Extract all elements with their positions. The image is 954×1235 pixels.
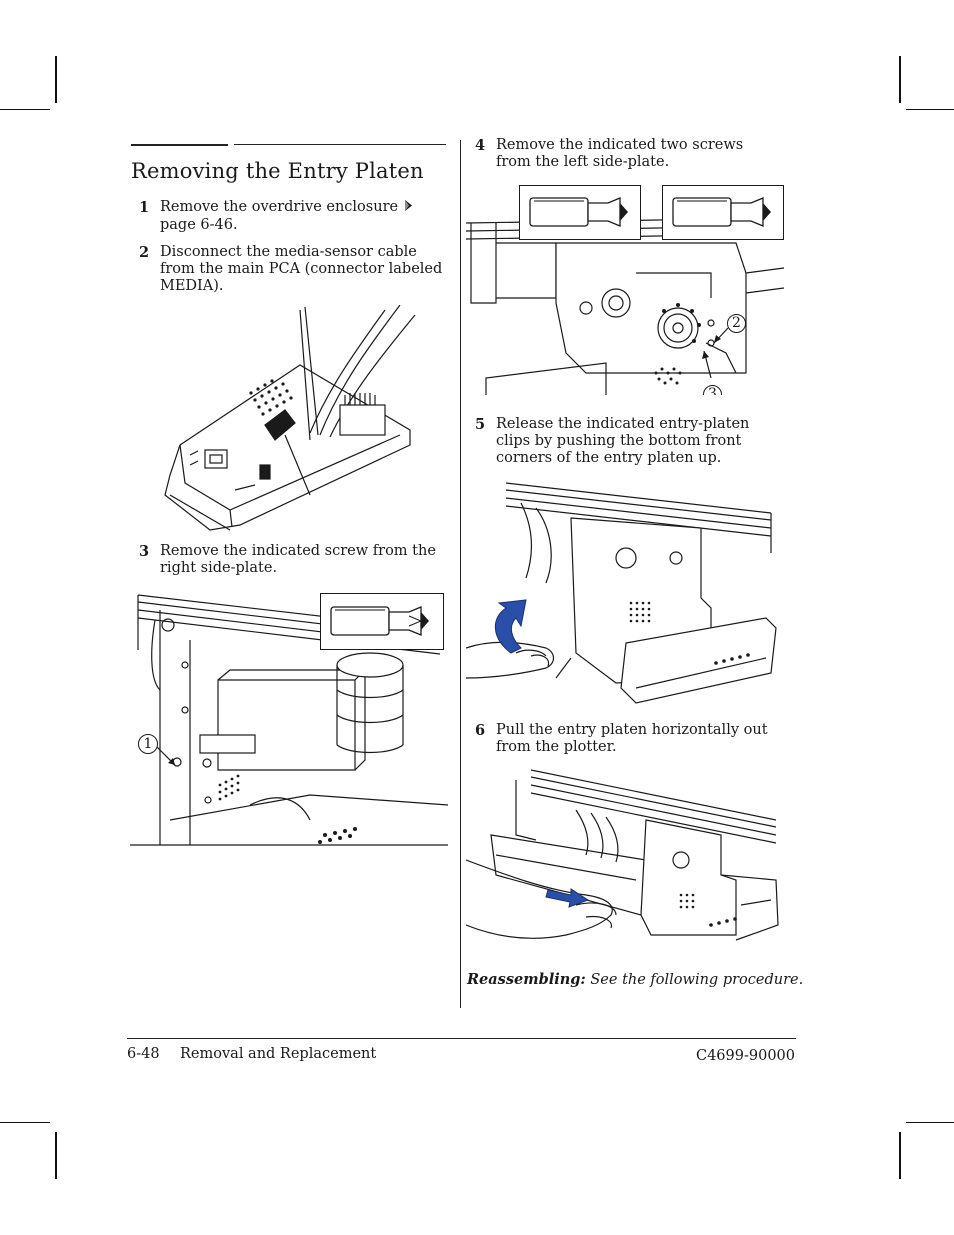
step-text: Disconnect the media-sensor cable from t… xyxy=(160,244,443,294)
callout-2-number: 2 xyxy=(732,315,741,331)
reassembling-note: Reassembling: See the following procedur… xyxy=(467,971,803,988)
footer-doc-number: C4699-90000 xyxy=(695,1048,795,1064)
step-text: Release the indicated entry-platen clips… xyxy=(496,416,750,466)
step-number: 4 xyxy=(475,137,486,154)
reassembling-label: Reassembling: xyxy=(467,971,586,988)
figure-media-connector xyxy=(160,305,420,535)
step-6: 6 Pull the entry platen horizontally out… xyxy=(475,722,780,758)
section-rule-thick xyxy=(131,144,228,146)
callout-1: 1 xyxy=(138,734,158,754)
figure-left-side-plate: 2 3 xyxy=(466,183,784,395)
section-rule-thin xyxy=(234,144,446,145)
reassembling-text: See the following procedure. xyxy=(590,972,804,988)
crop-mark xyxy=(906,109,954,110)
crop-mark xyxy=(55,56,57,103)
footer-page-number: 6-48 xyxy=(127,1046,160,1062)
step-text: Remove the indicated two screws from the… xyxy=(496,137,744,170)
step-number: 2 xyxy=(139,244,150,261)
right-pointer-icon xyxy=(403,199,413,217)
crop-mark xyxy=(906,1122,954,1123)
screwdriver-bit-inset xyxy=(662,185,784,240)
callout-1-number: 1 xyxy=(143,736,153,752)
crop-mark xyxy=(0,109,50,110)
step-number: 6 xyxy=(475,722,486,739)
step-1-text: Remove the overdrive enclosure xyxy=(160,199,399,215)
screwdriver-bit-inset xyxy=(519,185,641,240)
section-title: Removing the Entry Platen xyxy=(131,159,424,183)
callout-3-number: 3 xyxy=(708,386,717,395)
step-number: 1 xyxy=(139,199,150,216)
figure-pull-entry-platen xyxy=(466,765,784,955)
step-3: 3 Remove the indicated screw from the ri… xyxy=(139,543,444,579)
footer-chapter: Removal and Replacement xyxy=(180,1046,377,1062)
screwdriver-bit-inset xyxy=(320,593,444,650)
step-4: 4 Remove the indicated two screws from t… xyxy=(475,137,780,173)
step-1: 1 Remove the overdrive enclosure page 6-… xyxy=(139,199,444,235)
pull-out-arrow-icon xyxy=(545,888,590,908)
step-text: Remove the overdrive enclosure page 6-46… xyxy=(160,199,445,234)
figure-release-clips xyxy=(466,478,784,713)
step-1-link-text[interactable]: page 6-46. xyxy=(160,217,238,233)
crop-mark xyxy=(899,1132,901,1179)
step-number: 3 xyxy=(139,543,150,560)
step-number: 5 xyxy=(475,416,486,433)
step-2: 2 Disconnect the media-sensor cable from… xyxy=(139,244,444,298)
footer-rule xyxy=(127,1038,796,1039)
crop-mark xyxy=(55,1132,57,1179)
push-up-arrow-icon xyxy=(494,599,527,654)
figure-right-side-plate: 1 xyxy=(130,590,448,855)
step-text: Pull the entry platen horizontally out f… xyxy=(496,722,768,755)
crop-mark xyxy=(0,1122,50,1123)
crop-mark xyxy=(899,56,901,103)
callout-2: 2 xyxy=(727,314,746,333)
step-text: Remove the indicated screw from the righ… xyxy=(160,543,436,576)
step-5: 5 Release the indicated entry-platen cli… xyxy=(475,416,780,470)
column-divider xyxy=(460,140,461,1008)
